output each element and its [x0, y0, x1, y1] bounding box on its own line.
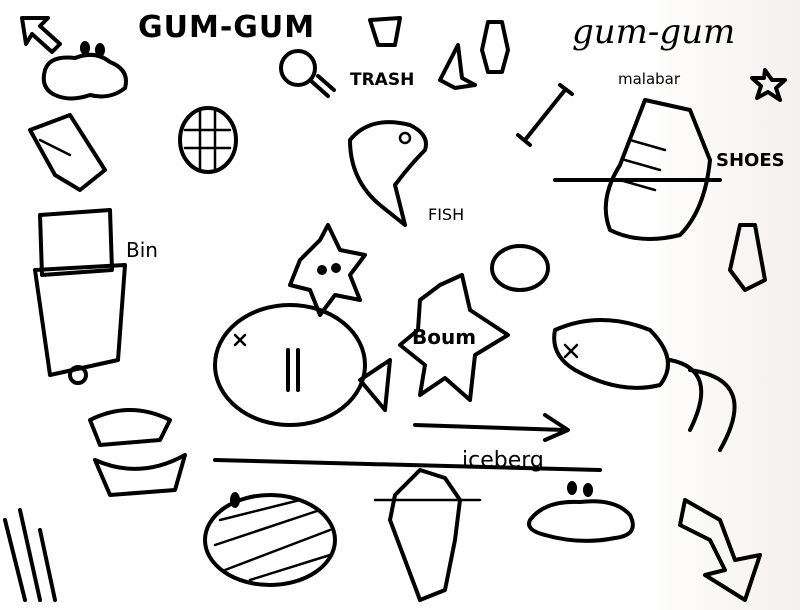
- banana-peel: [438, 43, 477, 90]
- false-teeth: [88, 408, 187, 497]
- title-gum-gum-left: GUM-GUM: [138, 10, 316, 45]
- sneaker: [553, 98, 722, 241]
- label-trash: TRASH: [350, 70, 415, 90]
- label-fish: FISH: [428, 205, 465, 224]
- crushed-can: [28, 113, 107, 192]
- star-icon: [750, 68, 787, 102]
- fish-jumping: [348, 120, 428, 227]
- apple-core: [480, 20, 510, 74]
- dead-fish: [552, 318, 737, 452]
- arrow-down-right-icon: [20, 16, 62, 54]
- label-bin: Bin: [126, 238, 158, 262]
- pufferfish: [213, 303, 392, 427]
- arrow-right: [213, 413, 602, 472]
- cup-icon: [368, 16, 402, 47]
- label-shoes: SHOES: [716, 150, 785, 171]
- patterned-oval: [178, 106, 238, 174]
- scribble-bottom-left: [3, 508, 57, 602]
- title-gum-gum-right: gum-gum: [572, 12, 736, 52]
- open-mouth: [490, 244, 550, 292]
- light-bulb: [279, 49, 336, 98]
- bottle: [728, 223, 767, 292]
- label-boum: Boum: [412, 325, 477, 349]
- curved-arrow-icon: [678, 498, 762, 602]
- iceberg: [373, 468, 482, 602]
- trash-bin: [33, 208, 127, 385]
- gum-splat: [288, 223, 367, 317]
- label-malabar: malabar: [618, 70, 681, 88]
- gum-blob-eyes: [41, 41, 128, 101]
- bone: [516, 83, 574, 147]
- gum-blob-eyes-right: [527, 481, 635, 543]
- label-iceberg: iceberg: [462, 448, 544, 473]
- hatched-gum: [203, 492, 337, 587]
- boum-explosion: [398, 273, 510, 402]
